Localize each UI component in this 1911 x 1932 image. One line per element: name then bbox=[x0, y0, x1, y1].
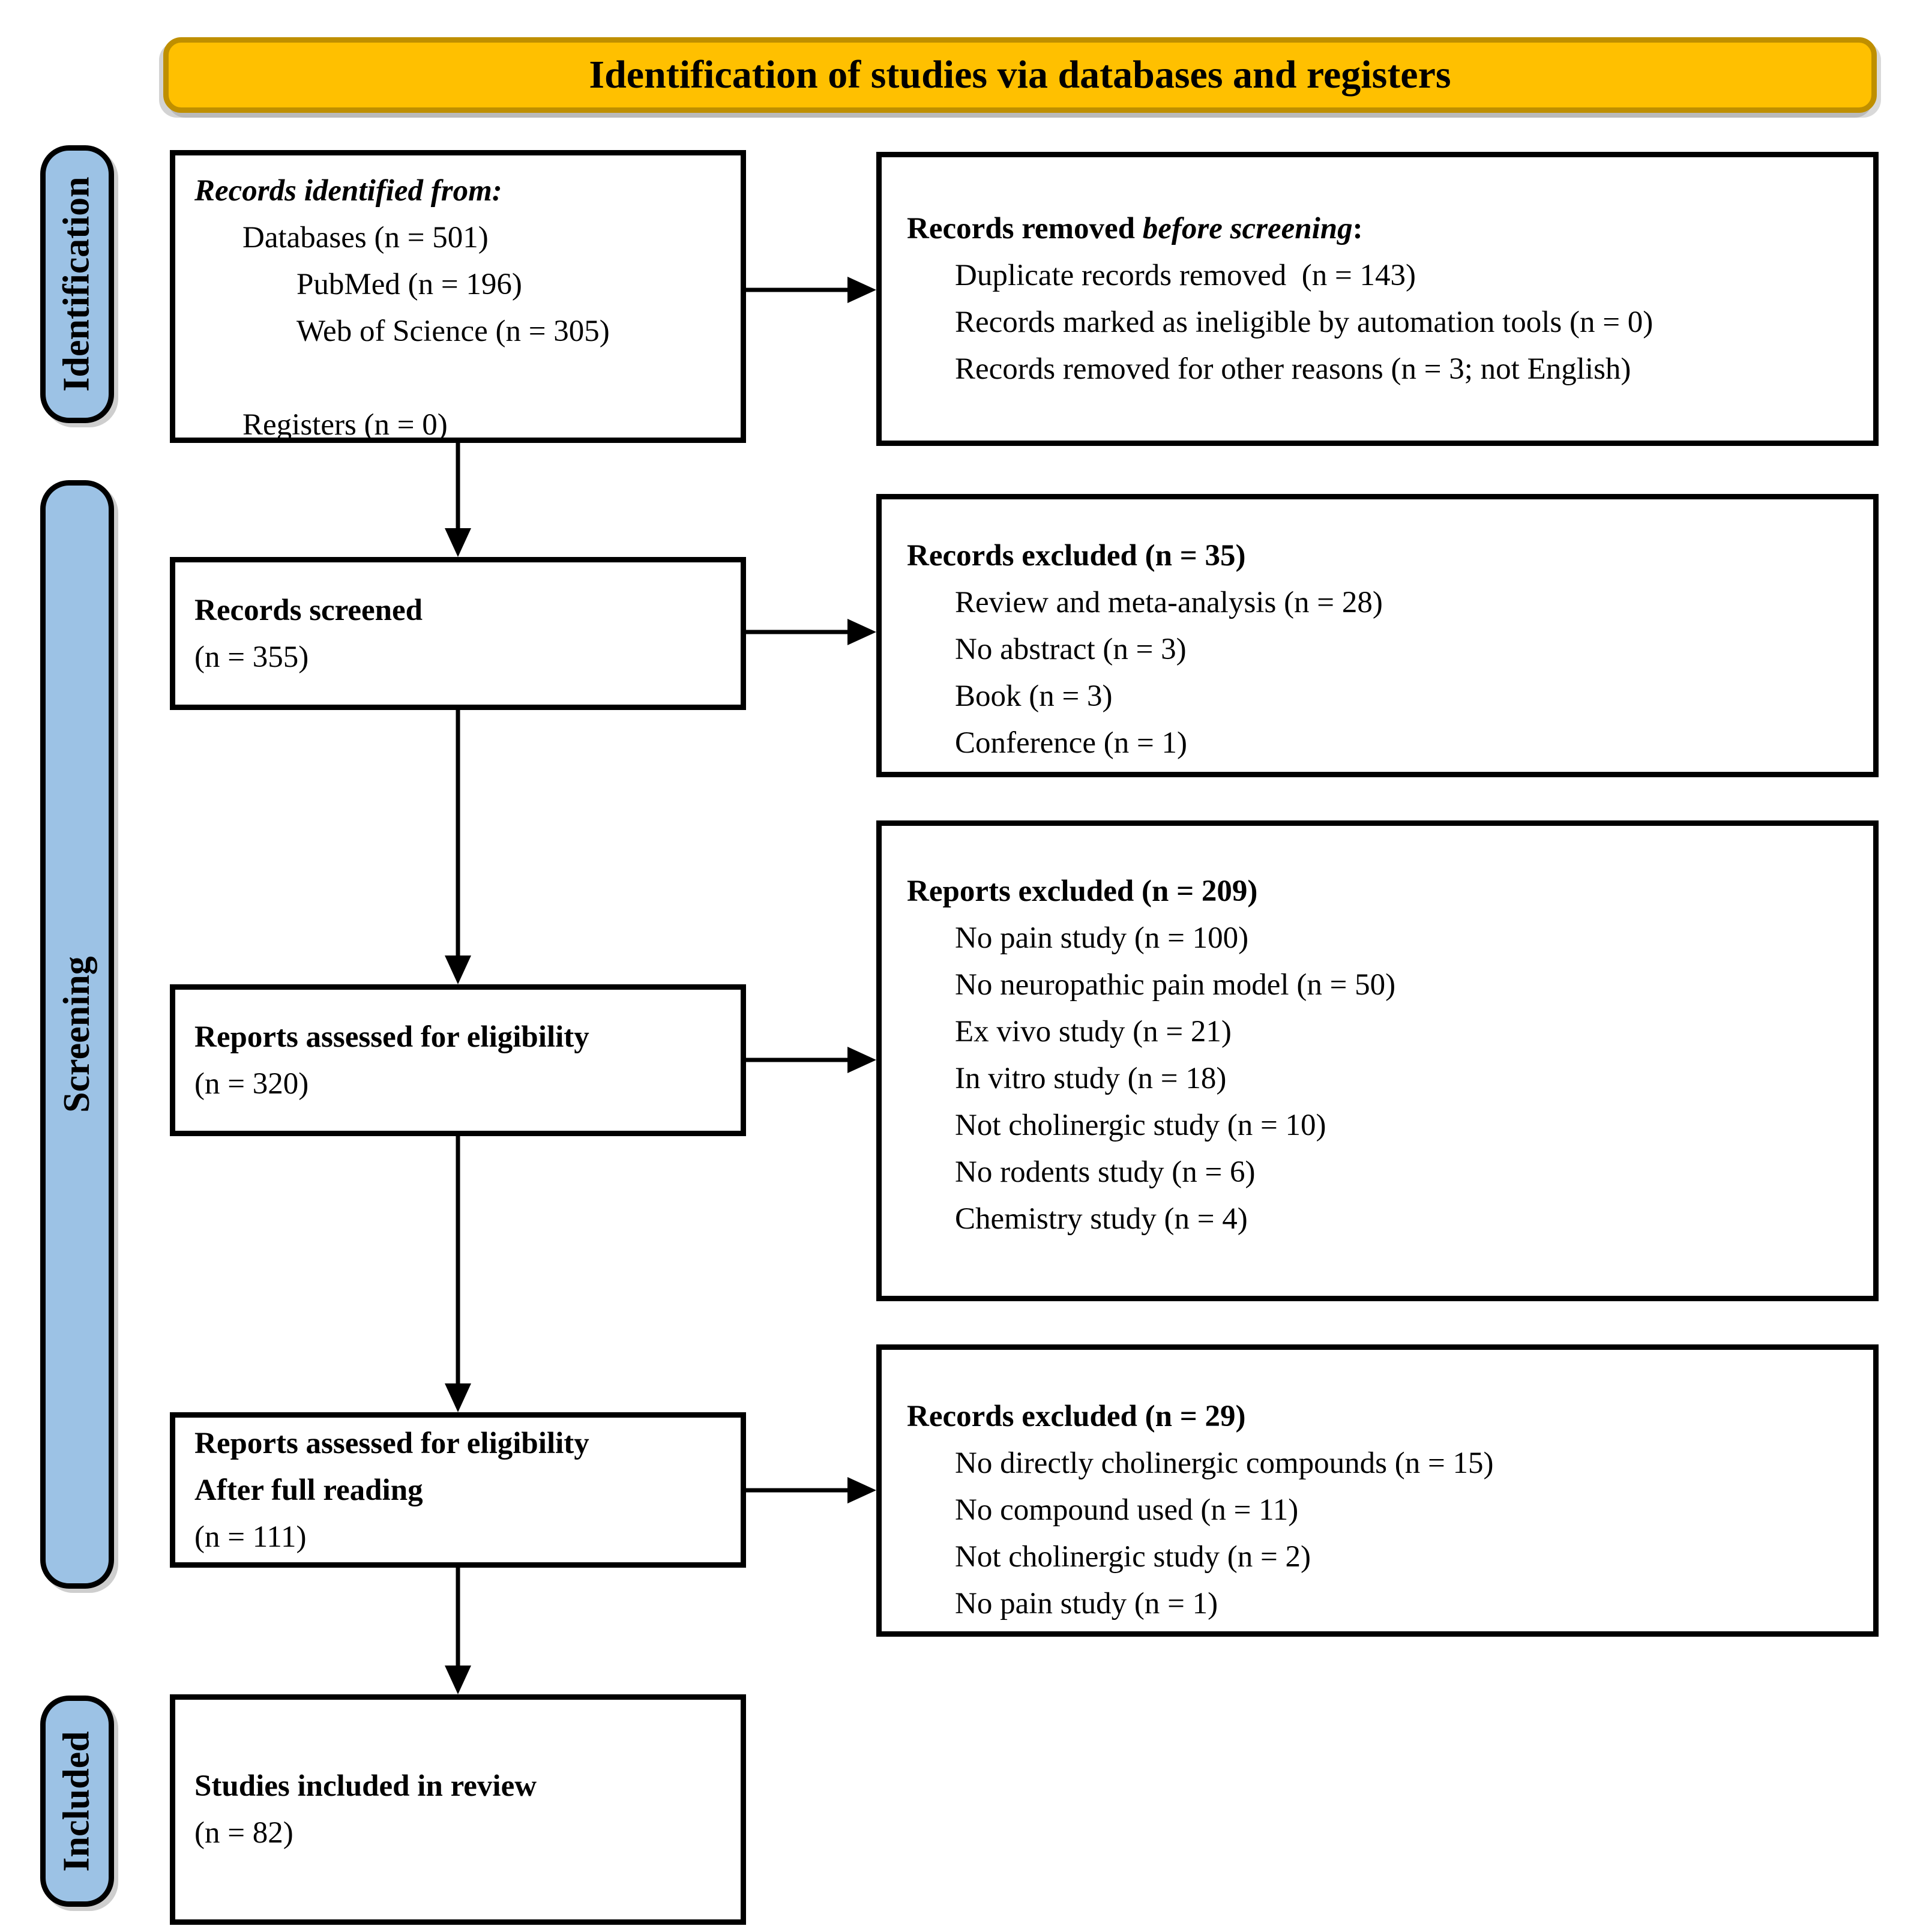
box-heading: Records excluded (n = 29) bbox=[907, 1400, 1246, 1433]
stage-label-identification: Identification bbox=[40, 145, 114, 423]
box-line: Book (n = 3) bbox=[955, 679, 1113, 713]
box-line: No directly cholinergic compounds (n = 1… bbox=[955, 1446, 1494, 1480]
box-records-excluded-screening: Records excluded (n = 35) Review and met… bbox=[876, 494, 1879, 777]
box-reports-assessed-full-reading: Reports assessed for eligibility After f… bbox=[170, 1412, 746, 1568]
title-banner-label: Identification of studies via databases … bbox=[589, 53, 1451, 97]
arrow-assessed-to-reports-excluded bbox=[746, 1047, 876, 1073]
box-line: Ex vivo study (n = 21) bbox=[955, 1015, 1232, 1049]
arrow-identified-to-removed bbox=[746, 277, 876, 303]
box-heading-prefix: Records removed bbox=[907, 212, 1143, 245]
box-line: No pain study (n = 1) bbox=[955, 1587, 1218, 1621]
box-line: Databases (n = 501) bbox=[242, 221, 489, 254]
box-line: No rodents study (n = 6) bbox=[955, 1155, 1256, 1189]
box-line: Chemistry study (n = 4) bbox=[955, 1202, 1248, 1236]
box-reports-assessed: Reports assessed for eligibility (n = 32… bbox=[170, 984, 746, 1136]
box-count: (n = 355) bbox=[194, 640, 309, 674]
arrow-full-reading-to-records-excluded bbox=[746, 1477, 876, 1503]
box-heading-suffix: : bbox=[1352, 212, 1363, 245]
box-line: No abstract (n = 3) bbox=[955, 633, 1187, 666]
box-heading: Records excluded (n = 35) bbox=[907, 539, 1246, 573]
box-line: Conference (n = 1) bbox=[955, 726, 1188, 760]
stage-label-screening: Screening bbox=[40, 480, 114, 1589]
box-line: Not cholinergic study (n = 2) bbox=[955, 1540, 1311, 1574]
box-count: (n = 111) bbox=[194, 1520, 307, 1554]
box-count: (n = 320) bbox=[194, 1067, 309, 1101]
box-line: In vitro study (n = 18) bbox=[955, 1062, 1227, 1095]
box-line: Records marked as ineligible by automati… bbox=[955, 305, 1654, 339]
box-line: Review and meta-analysis (n = 28) bbox=[955, 586, 1383, 619]
box-line: Records removed for other reasons (n = 3… bbox=[955, 352, 1631, 386]
box-records-screened: Records screened (n = 355) bbox=[170, 557, 746, 710]
box-line: No pain study (n = 100) bbox=[955, 921, 1249, 955]
box-heading: Studies included in review bbox=[194, 1769, 537, 1803]
box-records-identified: Records identified from: Databases (n = … bbox=[170, 150, 746, 443]
box-line: Registers (n = 0) bbox=[242, 408, 448, 442]
box-records-removed-before-screening: Records removed before screening: Duplic… bbox=[876, 152, 1879, 446]
box-line: PubMed (n = 196) bbox=[296, 268, 522, 301]
box-line: No compound used (n = 11) bbox=[955, 1493, 1299, 1527]
box-studies-included: Studies included in review (n = 82) bbox=[170, 1694, 746, 1925]
box-line: No neuropathic pain model (n = 50) bbox=[955, 968, 1396, 1002]
box-line: Duplicate records removed (n = 143) bbox=[955, 259, 1416, 292]
stage-label-included: Included bbox=[40, 1696, 114, 1907]
box-records-excluded-full-reading: Records excluded (n = 29) No directly ch… bbox=[876, 1344, 1879, 1637]
box-reports-excluded: Reports excluded (n = 209) No pain study… bbox=[876, 820, 1879, 1301]
stage-label-identification-text: Identification bbox=[56, 176, 98, 392]
box-heading: Reports assessed for eligibility bbox=[194, 1426, 589, 1460]
arrow-identified-to-screened bbox=[445, 443, 471, 557]
arrow-assessed-to-full-reading bbox=[445, 1136, 471, 1412]
arrow-full-reading-to-included bbox=[445, 1568, 471, 1694]
title-banner: Identification of studies via databases … bbox=[163, 37, 1877, 113]
box-heading: Reports assessed for eligibility bbox=[194, 1020, 589, 1054]
box-line: Not cholinergic study (n = 10) bbox=[955, 1109, 1326, 1142]
box-count: (n = 82) bbox=[194, 1816, 293, 1850]
arrow-screened-to-excluded bbox=[746, 619, 876, 645]
box-heading: Records identified from: bbox=[194, 174, 502, 208]
box-heading: Reports excluded (n = 209) bbox=[907, 874, 1258, 908]
box-line: Web of Science (n = 305) bbox=[296, 314, 610, 348]
arrow-screened-to-assessed bbox=[445, 710, 471, 984]
box-heading: Records screened bbox=[194, 593, 423, 627]
stage-label-included-text: Included bbox=[56, 1730, 98, 1872]
box-heading-line2: After full reading bbox=[194, 1473, 423, 1507]
box-heading: Records removed before screening: bbox=[907, 205, 1855, 252]
stage-label-screening-text: Screening bbox=[56, 956, 97, 1113]
box-heading-italic: before screening bbox=[1142, 212, 1353, 245]
